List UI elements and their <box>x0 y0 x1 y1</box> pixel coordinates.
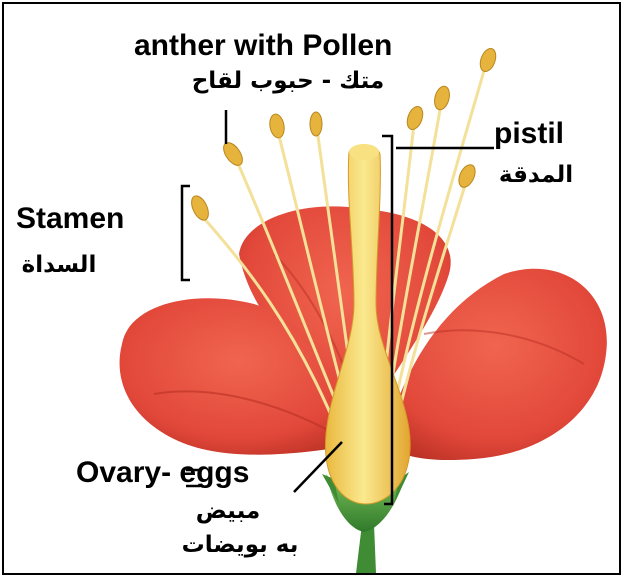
anther-label-ar: متك - حبوب لقاح <box>164 70 412 93</box>
stamen-label: Stamen <box>16 204 124 234</box>
ovary-label: Ovary- eggs <box>76 458 249 488</box>
stamen-label-ar: السداة <box>14 254 104 277</box>
pistil-label-ar: المدقة <box>492 164 580 187</box>
anther-label: anther with Pollen <box>134 31 392 61</box>
ovary-label-ar-1: مبيض <box>180 500 276 523</box>
stamen-bracket <box>182 186 190 280</box>
ovary-label-ar-2: به بويضات <box>170 534 310 557</box>
pistil-label: pistil <box>494 119 564 149</box>
